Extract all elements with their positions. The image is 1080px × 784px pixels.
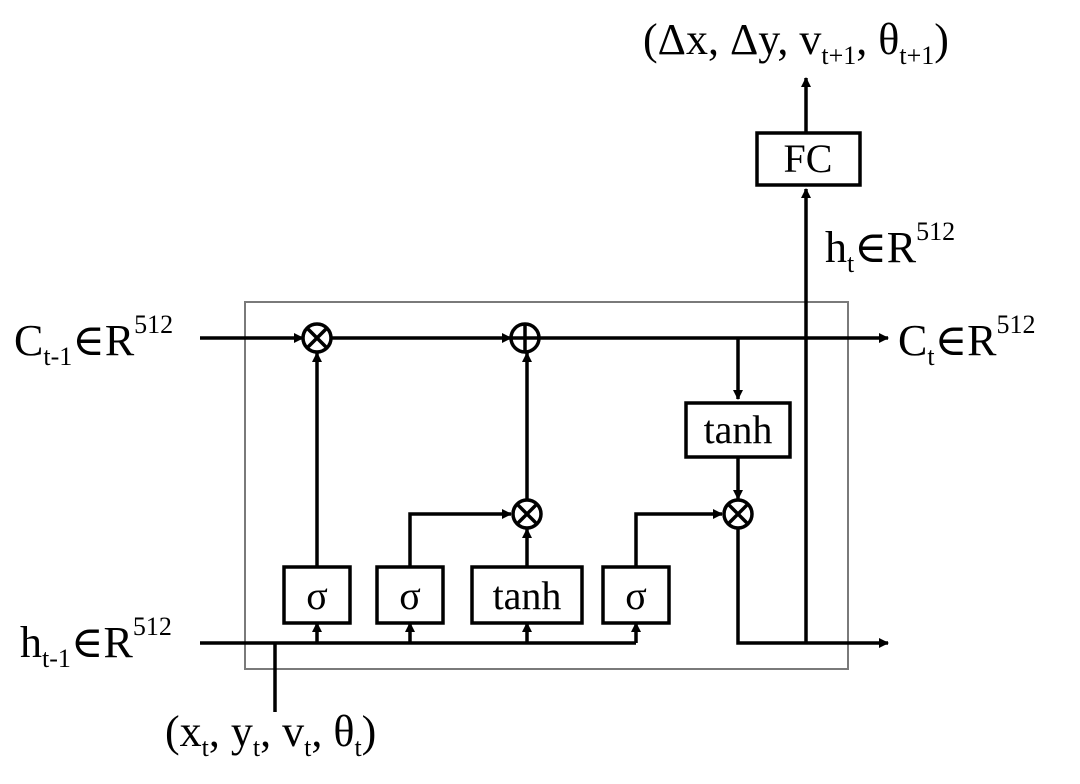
h-out-label: ht∈R512: [825, 217, 955, 278]
output-gate-out-wire: [634, 509, 723, 567]
fc-label: FC: [784, 136, 833, 181]
output-multiply-operator: [722, 498, 754, 530]
output-gate-label: σ: [625, 573, 647, 618]
output-gate-box: σ: [601, 565, 671, 625]
hidden-out-wire: [736, 529, 889, 648]
forget-gate-box: σ: [282, 565, 352, 625]
fc-box: FC: [755, 131, 862, 187]
input-gate-label: σ: [399, 573, 421, 618]
c-prev-label: Ct-1∈R512: [14, 310, 173, 371]
cell-tanh-label: tanh: [704, 407, 773, 452]
candidate-label: tanh: [493, 573, 562, 618]
forget-gate-label: σ: [306, 573, 328, 618]
input-vector-label: (xt, yt, vt, θt): [165, 707, 376, 762]
cell-add-operator: [509, 322, 541, 354]
input-multiply-operator: [511, 498, 543, 530]
c-next-label: Ct∈R512: [898, 310, 1036, 371]
output-vector-label: (Δx, Δy, vt+1, θt+1): [643, 15, 949, 70]
forget-multiply-operator: [301, 322, 333, 354]
h-prev-label: ht-1∈R512: [20, 612, 172, 673]
input-gate-out-wire: [408, 509, 512, 567]
candidate-box: tanh: [470, 565, 584, 625]
lstm-cell-boundary: [244, 301, 849, 670]
cell-tanh-box: tanh: [684, 401, 792, 459]
input-gate-box: σ: [375, 565, 445, 625]
